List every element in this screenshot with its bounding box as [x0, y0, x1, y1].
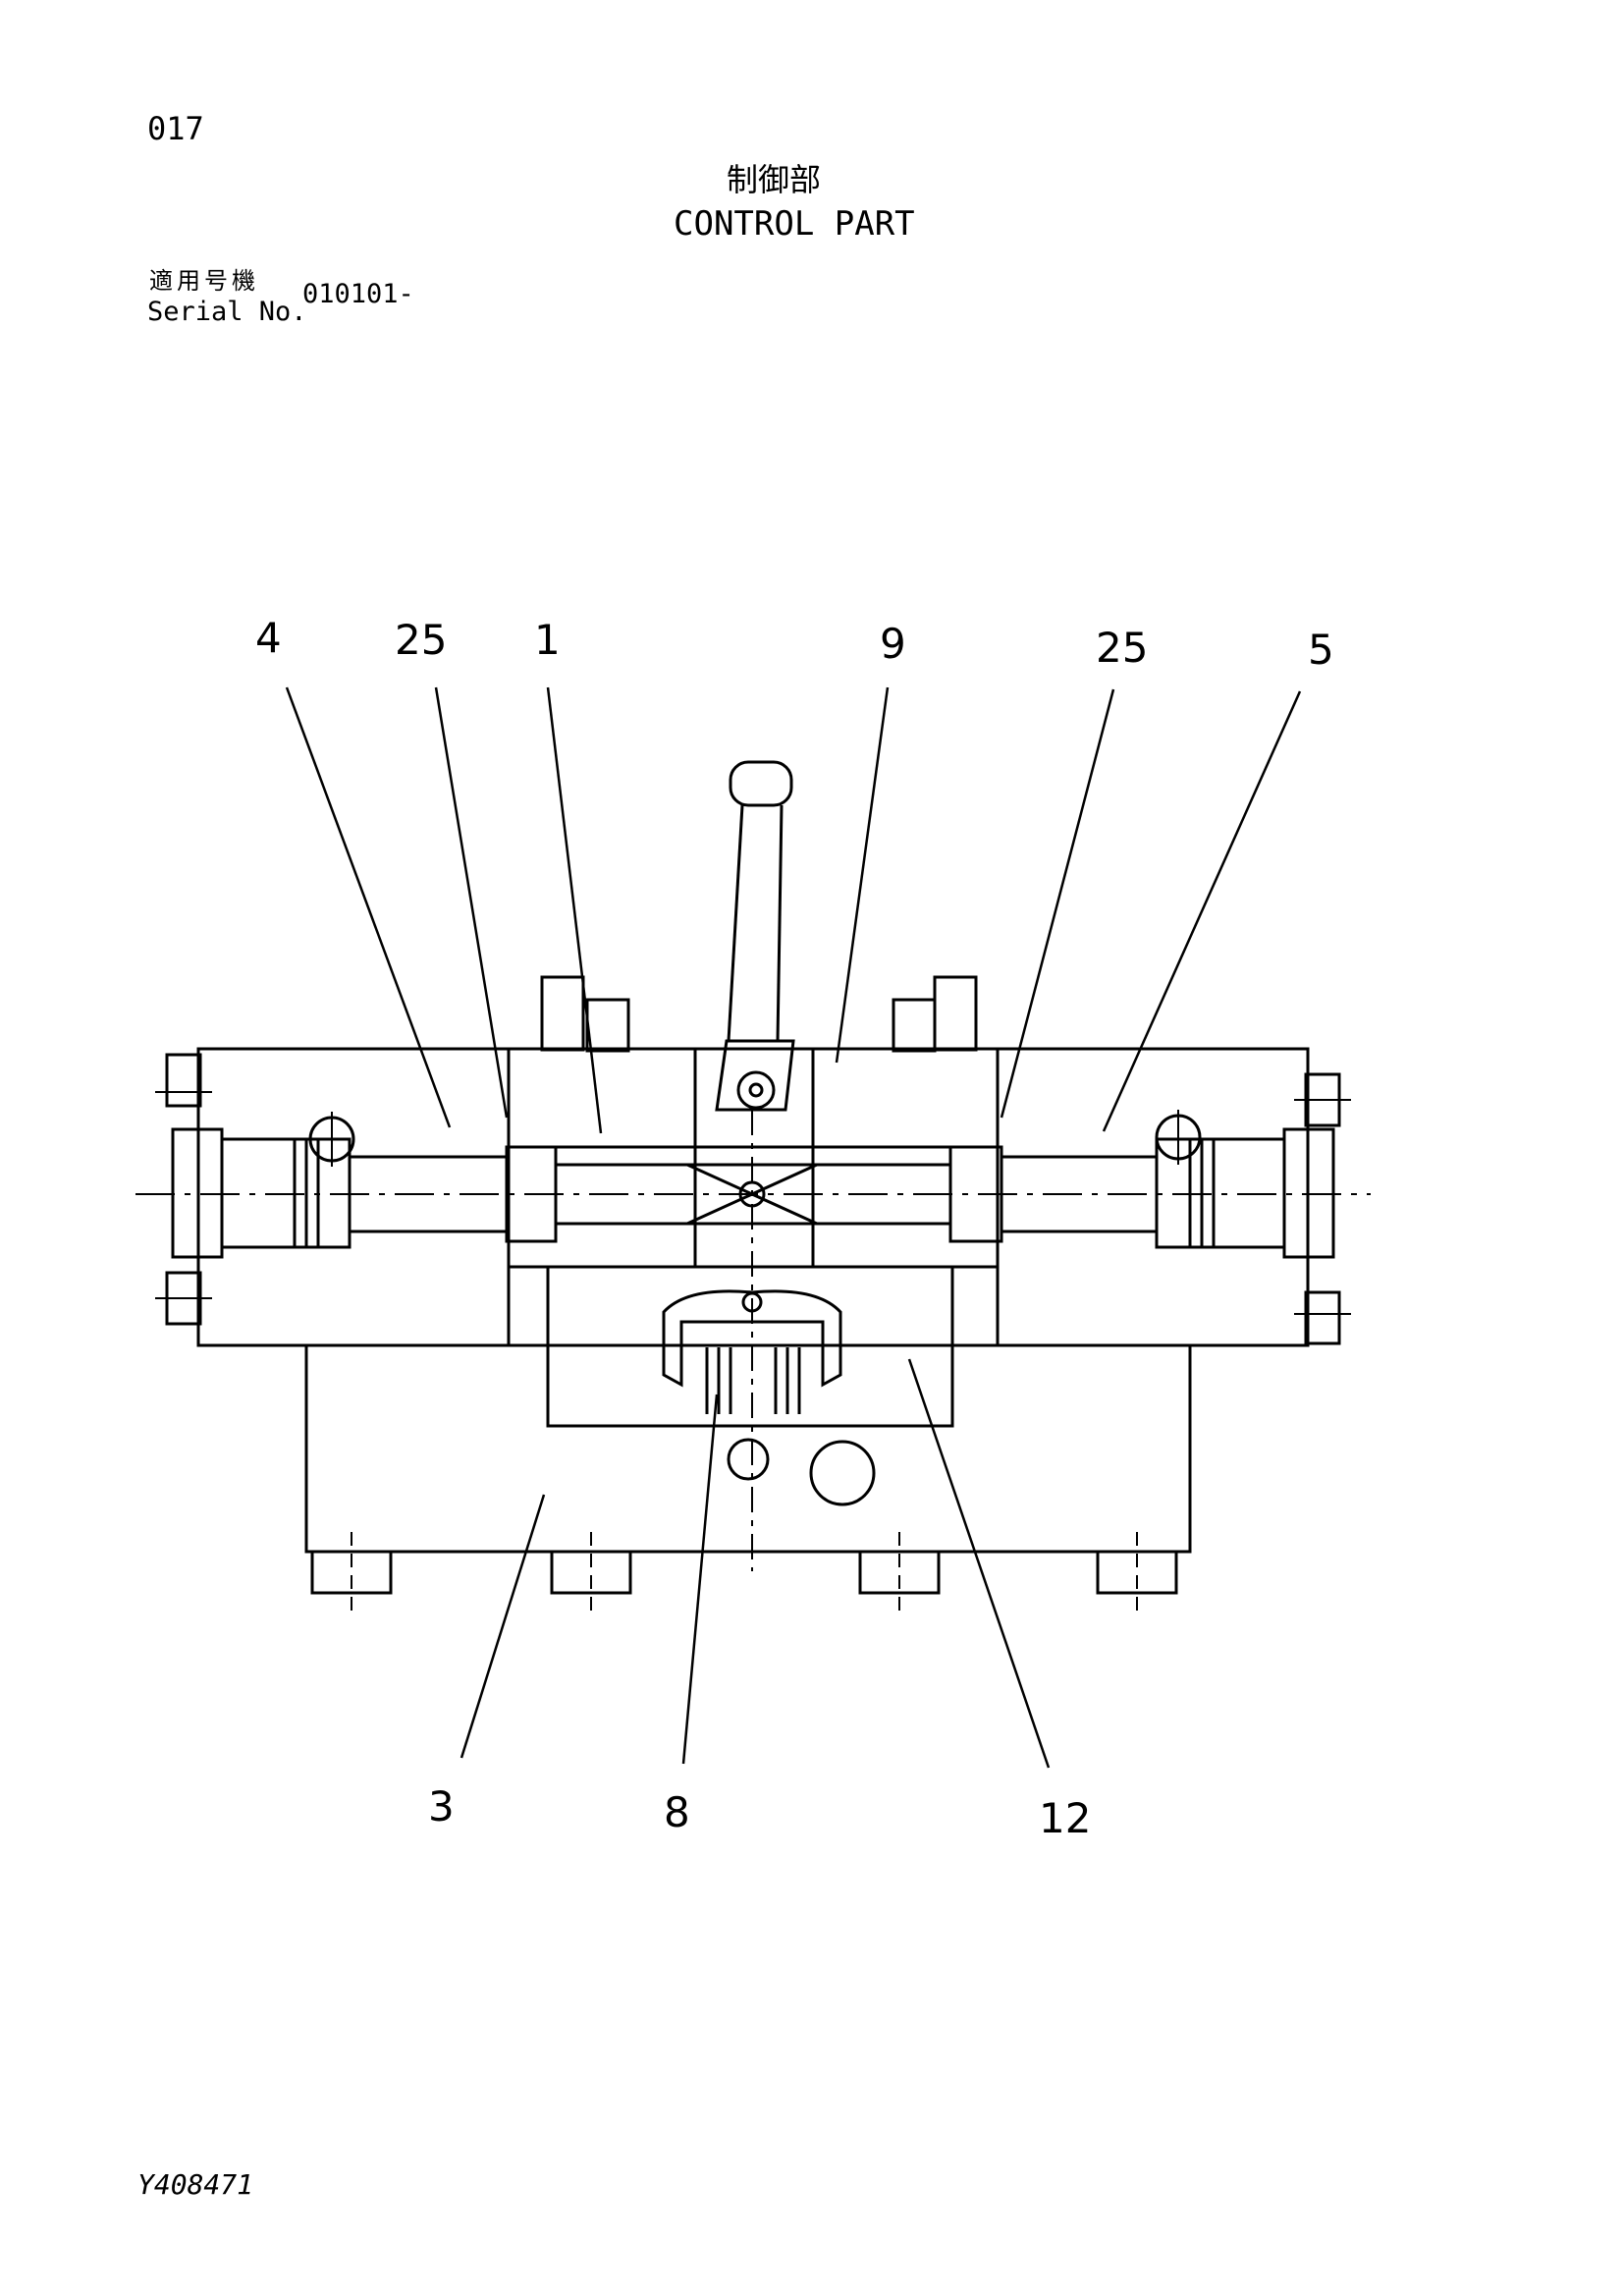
callout-4: 4: [255, 614, 282, 662]
serial-number-value: 010101-: [302, 279, 414, 309]
serial-label-japanese: 適用号機: [149, 267, 259, 295]
page-number: 017: [147, 110, 204, 147]
callout-12: 12: [1039, 1794, 1091, 1842]
callout-labels: 4 25 1 9 25 5 3 8 12: [255, 614, 1334, 1842]
title-japanese: 制御部: [727, 161, 822, 198]
control-lever: [662, 760, 842, 1571]
drawing-id: Y408471: [137, 2168, 254, 2201]
leader-lines: [285, 686, 1302, 1769]
callout-3: 3: [428, 1782, 455, 1831]
callout-8: 8: [664, 1788, 690, 1836]
callout-5: 5: [1308, 626, 1334, 674]
callout-25-left: 25: [395, 616, 447, 664]
callout-9: 9: [880, 620, 906, 668]
callout-1: 1: [534, 616, 561, 664]
callout-25-right: 25: [1096, 624, 1148, 672]
serial-label-english: Serial No.: [147, 297, 307, 327]
title-english: CONTROL PART: [674, 204, 915, 244]
lower-block: [304, 1343, 1192, 1611]
